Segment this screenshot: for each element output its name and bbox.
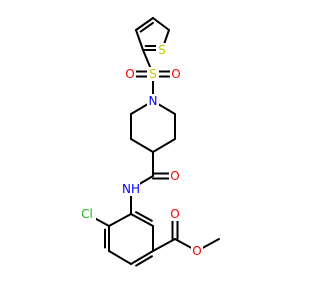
atom-label-background <box>170 67 182 81</box>
bond <box>130 213 154 227</box>
atom-label-background <box>169 169 181 183</box>
atom-label-background <box>147 94 159 108</box>
bond <box>135 29 144 51</box>
bond <box>139 21 154 33</box>
sulfonyl-oxygen-atom: O <box>171 67 180 81</box>
atom-label-background <box>122 182 140 196</box>
atom-label-background <box>147 67 159 81</box>
ester-oxygen-atom: O <box>192 244 201 258</box>
bond <box>152 17 170 31</box>
thiophene-sulfur-atom: S <box>158 43 166 57</box>
amide-nh-label: NH <box>122 182 140 196</box>
amide-oxygen-atom: O <box>170 169 179 183</box>
sulfonyl-oxygen-atom: O <box>125 67 134 81</box>
atom-label-background <box>156 43 168 57</box>
bond <box>152 138 176 153</box>
chlorine-atom: Cl <box>81 207 93 221</box>
ester-carbonyl-oxygen-atom: O <box>170 207 179 221</box>
bond <box>130 250 154 265</box>
atom-label-background <box>124 67 136 81</box>
bond <box>152 238 176 252</box>
atom-label-background <box>169 207 181 221</box>
piperidine-nitrogen-atom: N <box>149 94 158 108</box>
bond <box>135 255 153 267</box>
bond <box>108 213 132 227</box>
bond <box>134 211 153 222</box>
bond <box>130 138 154 153</box>
atom-label-background <box>191 244 203 258</box>
bond-layer <box>86 17 220 267</box>
bond <box>135 17 154 31</box>
sulfonyl-sulfur-atom: S <box>149 67 157 81</box>
atom-label-background <box>78 207 96 221</box>
bond <box>108 250 132 265</box>
